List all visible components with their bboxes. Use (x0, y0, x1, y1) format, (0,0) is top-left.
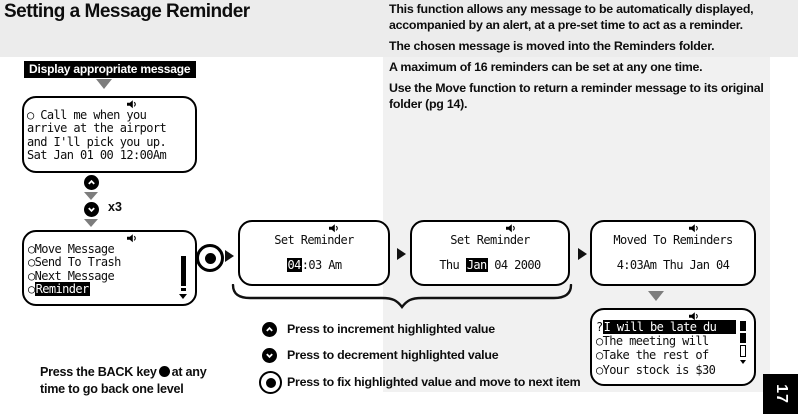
flow-down-arrow (84, 219, 98, 227)
reminder-item: ○Take the rest of (596, 348, 709, 363)
intro-paragraph: The chosen message is moved into the Rem… (389, 39, 715, 53)
speaker-icon (126, 234, 137, 243)
intro-paragraph: A maximum of 16 reminders can be set at … (389, 60, 703, 74)
scrollbar-down-icon (179, 294, 187, 299)
flow-right-arrow (578, 248, 587, 260)
select-button-icon (259, 371, 282, 394)
speaker-icon (505, 224, 516, 233)
message-screen: ○ Call me when you arrive at the airport… (22, 96, 197, 173)
legend-item-label: Press to increment highlighted value (287, 322, 495, 336)
screen-title: Set Reminder (274, 233, 354, 247)
menu-screen: ○Move Message ○Send To Trash ○Next Messa… (22, 230, 197, 306)
menu-item: ○Next Message (28, 268, 115, 283)
increment-button-icon (262, 322, 277, 337)
repeat-count-label: x3 (108, 200, 122, 214)
moved-screen: Moved To Reminders 4:03Am Thu Jan 04 (590, 220, 756, 286)
scrollbar (181, 288, 186, 291)
legend-item-label: Press to fix highlighted value and move … (287, 375, 581, 389)
screen-value: 04:03 Am (286, 258, 342, 273)
menu-item: ○Move Message (28, 242, 115, 256)
screen-value: Thu Jan 04 2000 (439, 258, 541, 273)
screen-title: Set Reminder (450, 233, 530, 247)
back-key-note-text: Press the BACK key (40, 365, 157, 379)
speaker-icon (328, 224, 339, 233)
legend-item-label: Press to decrement highlighted value (287, 348, 499, 362)
flow-right-arrow (225, 250, 234, 262)
speaker-icon (689, 312, 699, 321)
screen-title: Moved To Reminders (613, 233, 733, 247)
increment-button-icon (84, 175, 99, 190)
reminders-screen: ?I will be late du ○The meeting will ○Ta… (590, 308, 756, 386)
screen-line: and I'll pick you up. (27, 134, 167, 149)
reminder-item: ○The meeting will (596, 334, 709, 349)
flow-down-arrow (84, 192, 98, 200)
reminder-item-selected: ?I will be late du (596, 320, 736, 335)
set-date-screen: Set Reminder Thu Jan 04 2000 (410, 220, 570, 286)
screen-value: 4:03Am Thu Jan 04 (616, 258, 730, 273)
decrement-button-icon (262, 348, 277, 363)
scrollbar-down-icon (740, 360, 746, 364)
screen-line: ○ Call me when you (27, 108, 147, 122)
decrement-button-icon (84, 202, 99, 217)
scrollbar (181, 256, 186, 286)
flow-right-arrow (397, 248, 406, 260)
scrollbar (740, 333, 746, 343)
screen-line: Sat Jan 01 00 12:00Am (27, 148, 167, 163)
menu-item: ○Send To Trash (28, 255, 121, 270)
page-number-tab: 17 (763, 374, 798, 414)
intro-text: This function allows any message to be a… (389, 1, 795, 117)
step-label: Display appropriate message (24, 61, 197, 78)
page-title: Setting a Message Reminder (4, 1, 250, 22)
scrollbar-thumb (740, 345, 746, 357)
menu-item-selected: ○Reminder (28, 282, 90, 297)
set-time-screen: Set Reminder 04:03 Am (238, 220, 390, 286)
back-key-note-text: at any time to go back one level (40, 365, 207, 396)
flow-down-arrow (96, 79, 112, 89)
scrollbar (740, 321, 746, 331)
speaker-icon (126, 100, 137, 109)
screen-line: arrive at the airport (27, 121, 167, 136)
flow-down-arrow (648, 291, 664, 301)
underbrace (231, 284, 573, 309)
back-key-dot-icon (158, 366, 170, 377)
intro-paragraph: This function allows any message to be a… (389, 2, 754, 32)
header-band (0, 0, 798, 57)
speaker-icon (689, 224, 699, 233)
page-number: 17 (772, 384, 790, 404)
select-button-icon (196, 244, 224, 272)
intro-paragraph: Use the Move function to return a remind… (389, 81, 764, 111)
reminder-item: ○Your stock is $30 (596, 362, 716, 377)
